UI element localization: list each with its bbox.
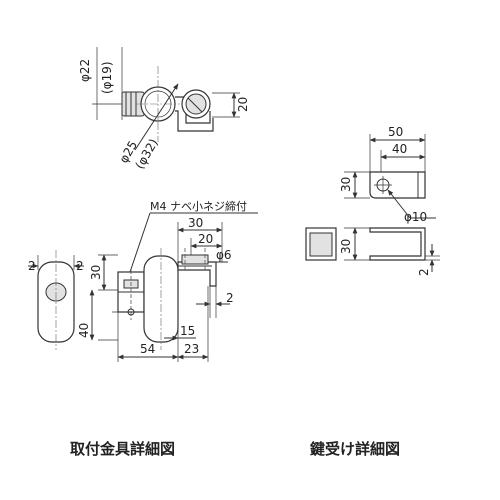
top-view: φ22 (φ19) φ25 (φ32) 20 bbox=[78, 47, 250, 172]
front-height-30-label: 30 bbox=[89, 265, 103, 280]
front-phi6-label: φ6 bbox=[216, 248, 232, 262]
catch-height-30b-label: 30 bbox=[339, 239, 353, 254]
front-height-40-label: 40 bbox=[77, 323, 91, 338]
catch-height-30-label: 30 bbox=[339, 177, 353, 192]
top-diameter-32-label: (φ32) bbox=[132, 136, 160, 171]
top-height-20-label: 20 bbox=[236, 97, 250, 112]
front-left-2a-label: 2 bbox=[28, 259, 36, 273]
catch-width-40-label: 40 bbox=[392, 142, 407, 156]
right-caption: 鍵受け詳細図 bbox=[310, 440, 400, 458]
front-right-2-label: 2 bbox=[226, 291, 234, 305]
left-caption: 取付金具詳細図 bbox=[70, 440, 175, 458]
front-width-30-label: 30 bbox=[188, 216, 203, 230]
front-width-20-label: 20 bbox=[198, 232, 213, 246]
catch-width-50-label: 50 bbox=[388, 125, 403, 139]
catch-u-profile bbox=[369, 227, 426, 261]
front-bottom-54-label: 54 bbox=[140, 342, 155, 356]
front-left-2b-label: 2 bbox=[76, 259, 84, 273]
catch-top-plate bbox=[369, 171, 426, 199]
top-diameter-19-label: (φ19) bbox=[100, 61, 114, 94]
front-bottom-15-label: 15 bbox=[180, 324, 195, 338]
top-diameter-22-label: φ22 bbox=[78, 59, 92, 82]
front-view: M4 ナベ小ネジ締付 30 20 φ6 2 2 30 40 bbox=[28, 199, 258, 362]
catch-phi10-label: φ10 bbox=[404, 210, 427, 224]
front-bottom-23-label: 23 bbox=[184, 342, 199, 356]
screw-note: M4 ナベ小ネジ締付 bbox=[150, 199, 247, 213]
catch-thickness-2-label: 2 bbox=[417, 268, 431, 276]
catch-view: 50 40 30 φ10 30 2 bbox=[305, 125, 440, 276]
